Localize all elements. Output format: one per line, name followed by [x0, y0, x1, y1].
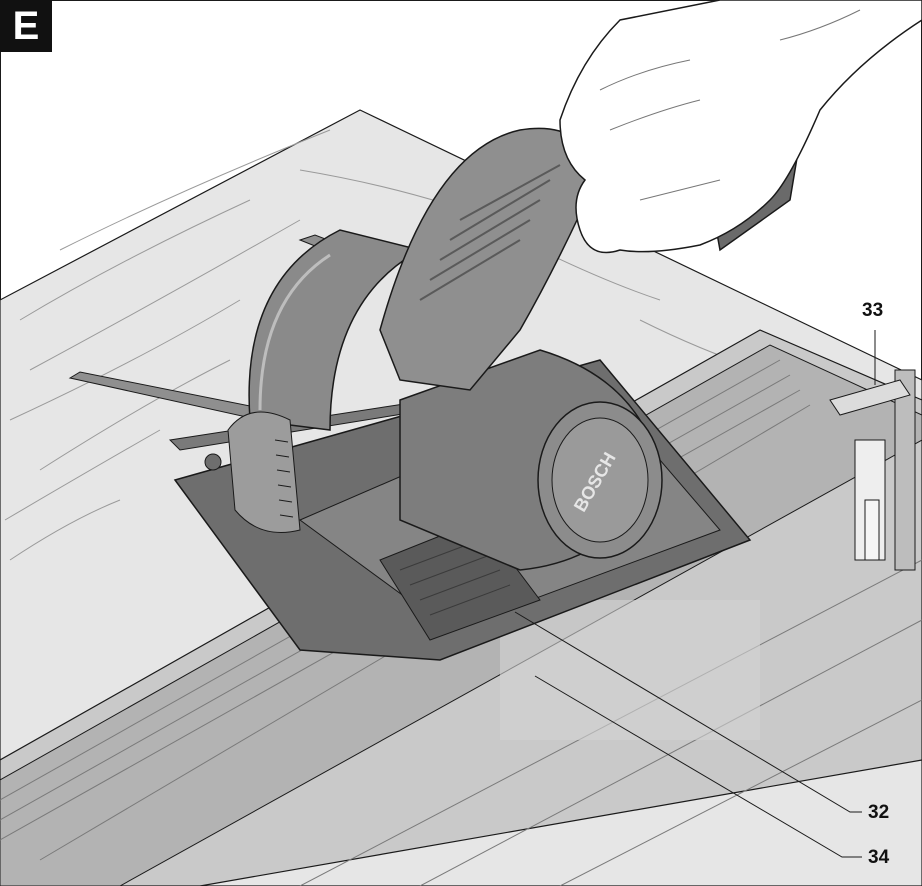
- hand-illustration: [559, 0, 922, 254]
- leader-34: [534, 675, 862, 858]
- callout-32: 32: [868, 802, 890, 823]
- callout-34: 34: [868, 847, 890, 868]
- bevel-scale: [204, 411, 301, 533]
- blade-guard: [248, 229, 423, 431]
- motor-housing: BOSCH: [399, 349, 663, 571]
- callout-33: 33: [862, 300, 884, 321]
- callout-leader-lines: [514, 330, 876, 858]
- figure-label: E: [0, 0, 52, 52]
- clamp-illustration: [829, 369, 916, 571]
- leader-32: [514, 611, 862, 813]
